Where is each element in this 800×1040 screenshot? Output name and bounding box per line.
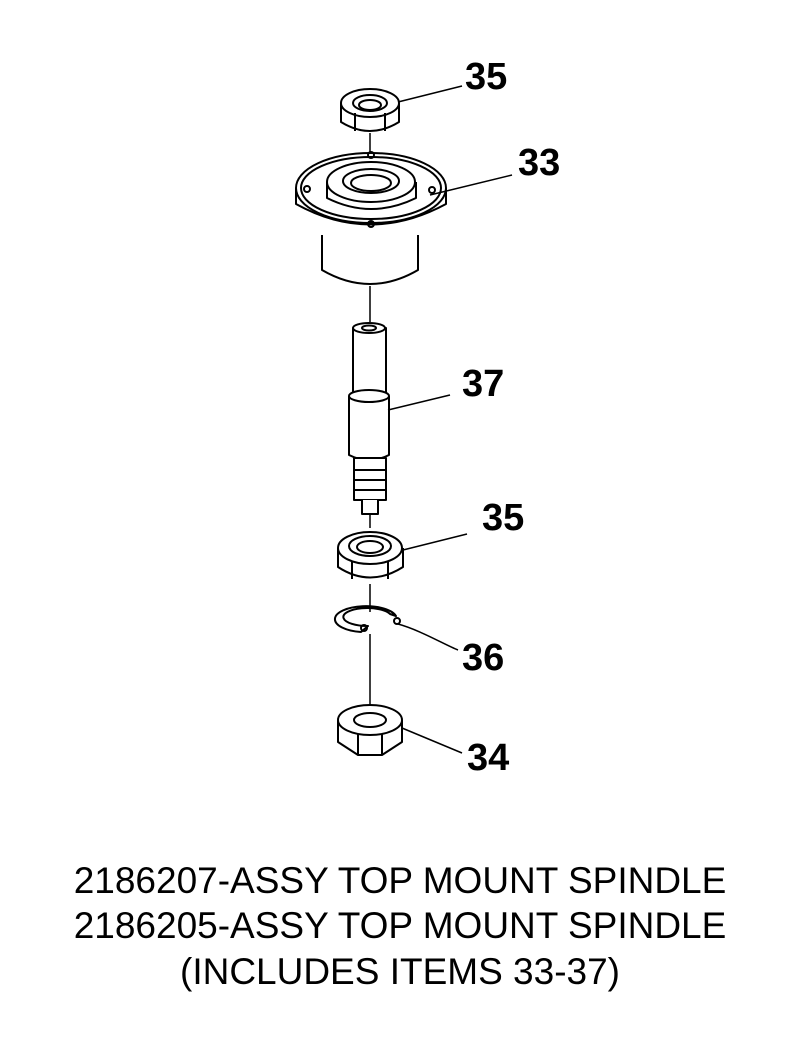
bearing-bottom-part: [337, 531, 404, 579]
leader-36: [397, 623, 459, 651]
leader-35-top: [397, 85, 463, 103]
caption-line-2: 2186205-ASSY TOP MOUNT SPINDLE: [73, 905, 727, 946]
spindle-shaft-part: [348, 322, 390, 515]
callout-35-bottom: 35: [482, 497, 524, 539]
spindle-housing-part: [295, 151, 447, 285]
callout-34: 34: [467, 737, 509, 779]
retaining-ring-part: [334, 605, 401, 633]
callout-35-top: 35: [465, 56, 507, 98]
caption-line-3: (INCLUDES ITEMS 33-37): [180, 951, 620, 992]
leader-37: [387, 394, 451, 411]
leader-35-bottom: [402, 533, 468, 551]
callout-37: 37: [462, 363, 504, 405]
leader-33: [429, 174, 513, 196]
caption-line-1: 2186207-ASSY TOP MOUNT SPINDLE: [73, 860, 727, 901]
callout-33: 33: [518, 142, 560, 184]
nut-part: [337, 704, 403, 756]
leader-lines: [387, 85, 513, 754]
callout-36: 36: [462, 637, 504, 679]
bearing-top-part: [340, 88, 400, 132]
leader-34: [401, 727, 463, 754]
